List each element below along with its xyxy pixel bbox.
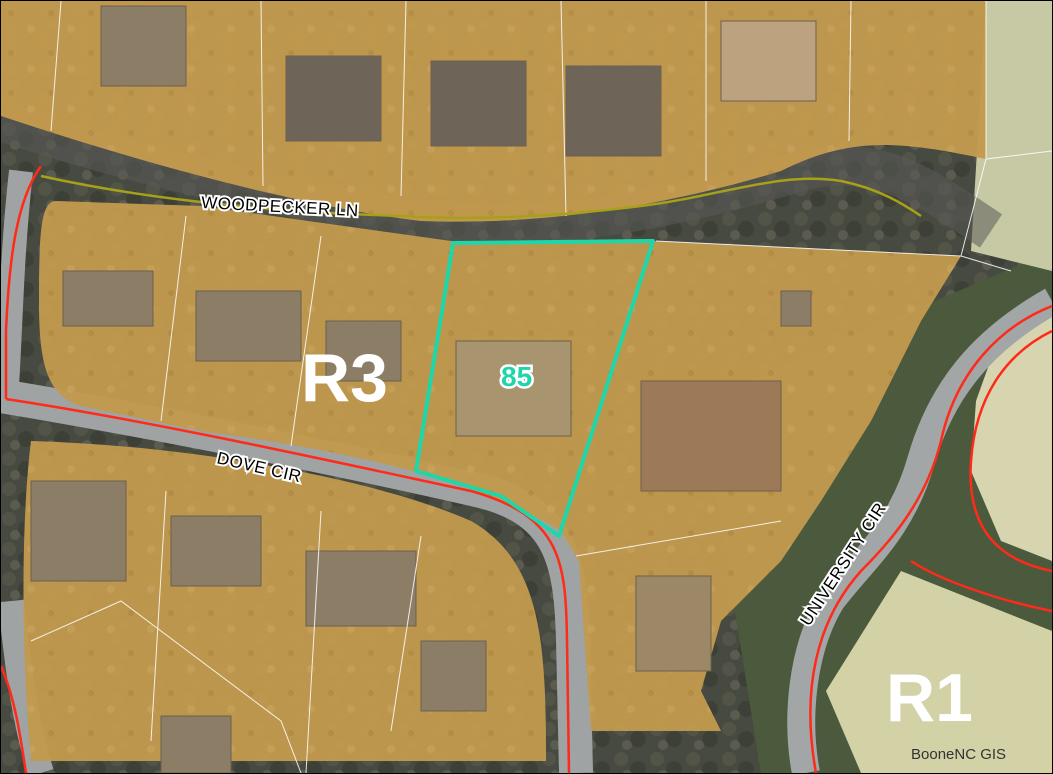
- subject-parcel-outline[interactable]: [414, 239, 655, 538]
- zone-boundaries: [1, 165, 1052, 773]
- gis-credit: BooneNC GIS: [911, 746, 1006, 763]
- zone-label-r3: R3: [301, 340, 388, 416]
- parcel-number-label: 85: [501, 361, 532, 392]
- woodpecker-centerline: [40, 174, 922, 220]
- buildings: [30, 5, 817, 773]
- roads: [1, 102, 1052, 773]
- zone-label-r1: R1: [886, 660, 973, 736]
- parcel-lines: [30, 1, 1052, 773]
